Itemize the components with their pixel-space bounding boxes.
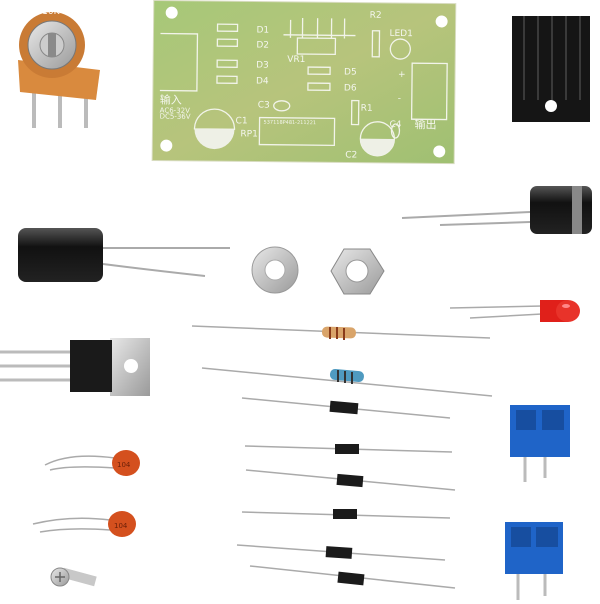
label-minus: - xyxy=(398,94,401,104)
label-d3: D3 xyxy=(256,61,269,71)
ceramic-capacitor-2: 104 xyxy=(32,511,136,537)
pcb-board: D1 D2 D3 D4 D5 D6 R2 R1 LED1 VR1 C1 C2 C… xyxy=(151,0,457,165)
heatsink xyxy=(512,16,590,122)
potentiometer-label: B10K xyxy=(36,7,61,17)
label-output: 输出 xyxy=(414,117,436,131)
diode-1 xyxy=(329,400,359,415)
label-rp1: RP1 xyxy=(240,129,258,139)
label-serial: 537118P481-211221 xyxy=(264,120,317,127)
diode-5 xyxy=(325,546,353,559)
diode-6 xyxy=(337,571,365,586)
label-c1: C1 xyxy=(236,116,248,126)
label-input: 输入 xyxy=(160,93,182,107)
label-r1: R1 xyxy=(361,104,373,114)
label-d5: D5 xyxy=(344,67,357,77)
diode-3 xyxy=(336,473,364,488)
label-d1: D1 xyxy=(256,26,269,36)
hex-nut xyxy=(330,248,385,295)
resistor-1 xyxy=(191,325,491,340)
electrolytic-capacitor-large xyxy=(18,228,230,282)
label-c2: C2 xyxy=(345,150,357,160)
voltage-regulator xyxy=(0,338,150,396)
ceramic-capacitor-1: 104 xyxy=(44,450,140,476)
label-d6: D6 xyxy=(344,83,357,93)
potentiometer: B10K xyxy=(18,7,100,128)
label-plus: + xyxy=(398,70,406,80)
diode-4 xyxy=(333,509,357,519)
label-c4: C4 xyxy=(389,120,401,130)
washer xyxy=(251,246,299,294)
terminal-block-2 xyxy=(505,522,563,600)
label-ac-range: AC6-32V xyxy=(160,107,191,115)
label-dc-range: DC5-36V xyxy=(160,113,191,121)
diode-2 xyxy=(335,444,359,454)
resistor-2 xyxy=(201,367,493,397)
label-c3: C3 xyxy=(258,101,270,111)
label-led1: LED1 xyxy=(389,29,412,39)
label-r2: R2 xyxy=(370,11,382,21)
capacitor-2-label: 104 xyxy=(114,522,128,530)
screw xyxy=(50,567,97,587)
terminal-block-1 xyxy=(510,405,570,482)
red-led xyxy=(449,300,580,322)
label-vr1: VR1 xyxy=(287,55,305,65)
electrolytic-capacitor-small xyxy=(401,186,592,234)
capacitor-1-label: 104 xyxy=(117,461,131,469)
label-d2: D2 xyxy=(256,41,269,51)
label-d4: D4 xyxy=(256,77,269,87)
